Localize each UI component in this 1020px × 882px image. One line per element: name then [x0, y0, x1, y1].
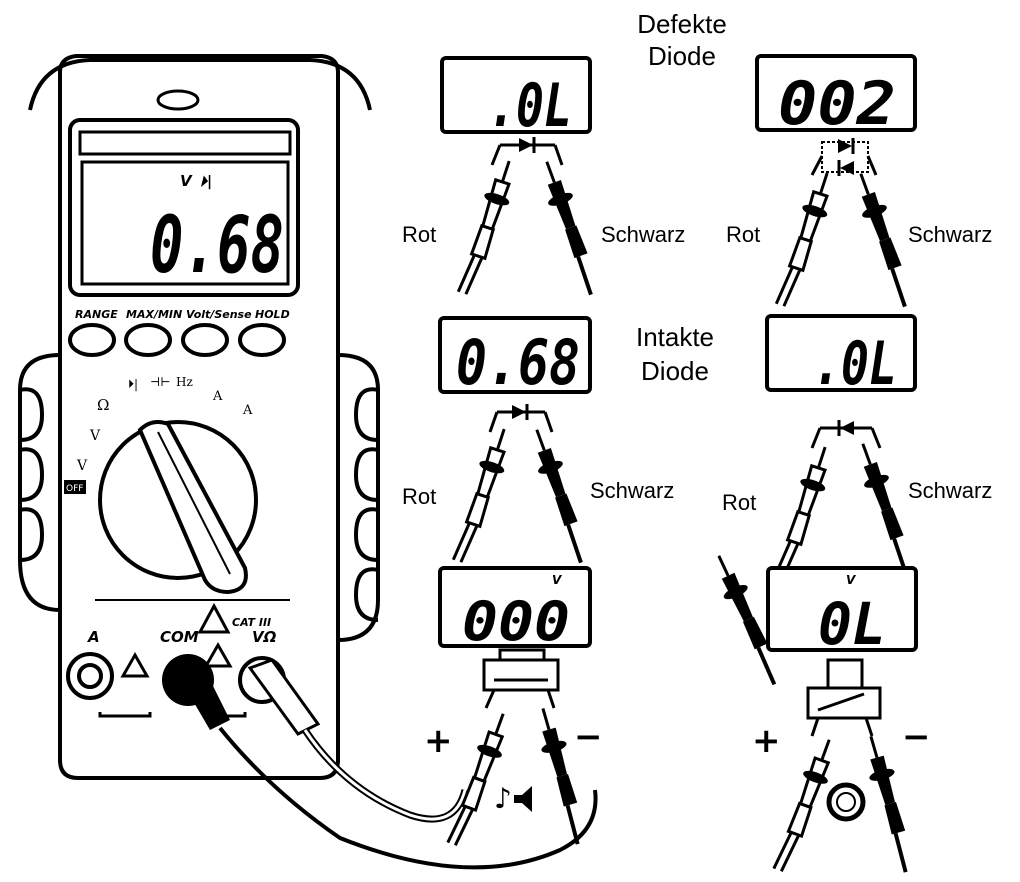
minus-sign-closed: −	[574, 717, 603, 757]
display-continuity-open	[766, 566, 918, 652]
red-probe-defective-short	[770, 167, 842, 312]
voltsense-button[interactable]	[181, 323, 229, 357]
black-probe-defective-open	[532, 155, 609, 300]
display-defective-short	[755, 54, 917, 132]
red-probe-continuity-closed	[441, 707, 517, 852]
black-probe-intact-forward	[522, 423, 599, 568]
diode-symbol-short-bottom	[837, 158, 856, 178]
reading-defective-open: .0L	[488, 71, 572, 141]
jack-label-vohm: VΩ	[252, 628, 277, 646]
reading-intact-reverse: .0L	[813, 329, 897, 399]
vohm-plug	[247, 658, 321, 736]
switch-open-body	[806, 686, 882, 720]
jack-label-a: A	[87, 628, 100, 646]
unit-continuity-open: V	[846, 573, 857, 587]
label-schwarz-intact-forward: Schwarz	[590, 478, 675, 503]
meter-top-light	[156, 89, 200, 111]
dial-mark-vdc: V	[76, 458, 88, 474]
diode-symbol-intact-reverse	[837, 418, 856, 438]
reading-defective-short: 002	[778, 69, 896, 139]
dial-mark-adc: A	[242, 403, 253, 418]
com-plug	[172, 660, 230, 730]
switch-closed-body	[482, 658, 560, 692]
dial-mark-hz: Hz	[176, 375, 193, 389]
diode-symbol-short-top	[836, 136, 855, 156]
maxmin-button[interactable]	[124, 323, 172, 357]
reading-continuity-closed: 000	[462, 590, 570, 653]
left-grip	[18, 353, 61, 612]
reading-intact-forward: 0.68	[456, 326, 580, 399]
dial-mark-vac: V	[89, 428, 101, 444]
black-lead-cable	[218, 726, 598, 870]
jack-label-com: COM	[160, 628, 199, 646]
dial-mark-ohm: Ω	[97, 396, 109, 414]
defective-diode-title: Defekte Diode	[637, 9, 727, 71]
button-label-maxmin: MAX/MIN	[126, 308, 182, 321]
label-schwarz-defective-open: Schwarz	[601, 222, 686, 247]
warning-rating: CAT III	[232, 616, 271, 629]
panel-intact-reverse: .0L	[765, 314, 925, 586]
plus-sign-open: +	[752, 721, 781, 761]
warning-triangle	[197, 602, 231, 634]
minus-sign-open: −	[902, 717, 931, 757]
panel-intact-forward: 0.68	[438, 316, 599, 568]
label-schwarz-intact-reverse: Schwarz	[908, 478, 993, 503]
label-rot-defective-short: Rot	[726, 222, 761, 247]
button-label-hold: HOLD	[255, 308, 290, 321]
diode-icon-small: ⏵|	[200, 174, 212, 190]
capacitor-mark: ⊣⊢	[150, 375, 171, 389]
dial-mark-off: OFF	[66, 484, 83, 494]
panel-defective-short: 002	[755, 54, 923, 312]
range-button[interactable]	[68, 323, 116, 357]
panel-continuity-open: V 0L + −	[705, 548, 931, 878]
diode-symbol-intact-forward	[510, 402, 529, 422]
display-defective-open	[440, 56, 592, 134]
diode-mark: ⏵|	[128, 377, 138, 391]
right-grip	[337, 353, 380, 642]
panel-continuity-closed: V 000 + − ♪	[424, 566, 603, 852]
meter-display	[80, 160, 290, 286]
label-schwarz-defective-short: Schwarz	[908, 222, 993, 247]
intact-diode-title: Intakte Diode	[635, 322, 715, 386]
red-probe-intact-forward	[447, 423, 519, 568]
beeper-note-icon: ♪	[494, 782, 512, 815]
button-label-range: RANGE	[75, 308, 118, 321]
switch-open-button	[826, 658, 864, 690]
red-probe-intact-reverse	[768, 441, 840, 586]
hold-button[interactable]	[238, 323, 286, 357]
label-rot-defective-open: Rot	[402, 222, 437, 247]
panel-defective-open: .0L	[440, 56, 609, 300]
black-probe-intact-reverse	[848, 437, 925, 582]
dial-mark-aac: A	[212, 389, 223, 404]
label-rot-intact-forward: Rot	[402, 484, 437, 509]
multimeter: V ⏵| 0.68 RANGE MAX/MIN Volt/Sense HOLD …	[18, 54, 598, 870]
meter-display-reading: 0.68	[150, 201, 284, 291]
unit-continuity-closed: V	[552, 573, 563, 587]
speaker-icon	[514, 786, 532, 812]
reading-continuity-open: 0L	[818, 590, 886, 658]
meter-display-unit: V	[180, 172, 193, 190]
display-continuity-closed	[438, 566, 592, 648]
label-rot-intact-reverse: Rot	[722, 490, 757, 515]
plus-sign-closed: +	[424, 721, 453, 761]
button-label-voltsense: Volt/Sense	[186, 308, 252, 321]
dial-pointer[interactable]	[137, 420, 248, 595]
red-probe-defective-open	[452, 155, 524, 300]
display-intact-reverse	[765, 314, 917, 392]
display-intact-forward	[438, 316, 592, 394]
